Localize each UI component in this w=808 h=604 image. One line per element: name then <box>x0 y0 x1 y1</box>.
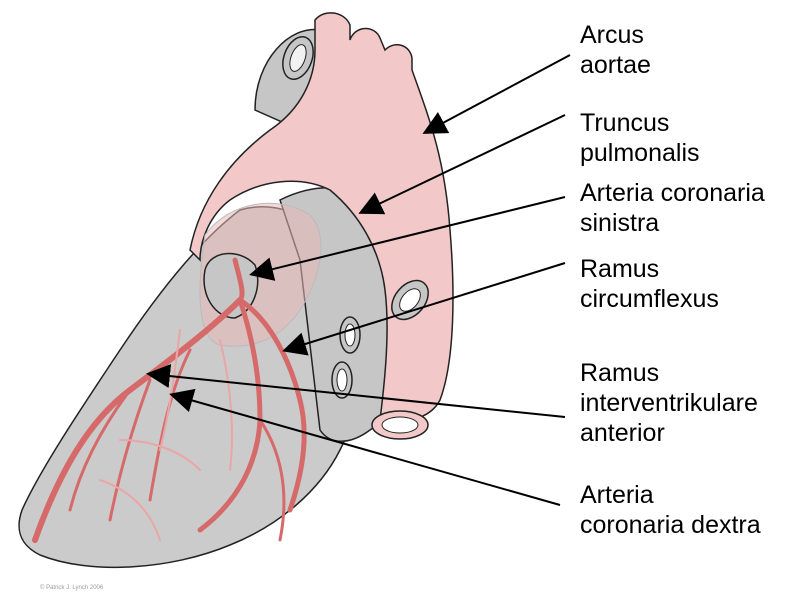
copyright-text: © Patrick J. Lynch 2006 <box>40 585 103 591</box>
pointer-arcus-aortae <box>426 55 570 132</box>
